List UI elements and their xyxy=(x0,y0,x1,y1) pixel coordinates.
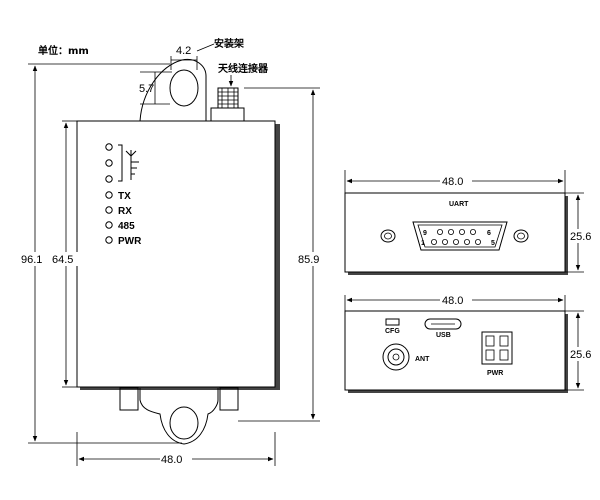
dim-connector-height: 85.9 xyxy=(298,254,319,266)
dim-side-bottom-width-bg xyxy=(440,293,472,307)
connector-base xyxy=(210,107,245,122)
pwr-label: PWR xyxy=(487,370,503,377)
screw-right-icon xyxy=(513,229,529,243)
dim-side-bottom-width: 48.0 xyxy=(442,295,463,307)
bottom-foot-right xyxy=(219,387,239,411)
indicator-485-label: 485 xyxy=(118,221,135,232)
db9-connector-inner xyxy=(417,224,503,248)
led-signal-1 xyxy=(105,143,113,151)
led-signal-2 xyxy=(105,159,113,167)
led-pwr xyxy=(105,236,113,244)
device-body xyxy=(76,120,276,388)
cfg-label: CFG xyxy=(385,328,400,335)
bottom-foot-left xyxy=(119,387,139,411)
dim-mount-gap: 4.2 xyxy=(176,45,191,57)
ant-connector-icon xyxy=(382,343,410,371)
dim-side-bottom-height: 25.6 xyxy=(570,349,591,361)
dim-mount-offset: 5.7 xyxy=(139,83,154,95)
db9-connector xyxy=(412,221,508,251)
db9-pin-5-label: 5 xyxy=(491,240,495,247)
signal-strength-icon xyxy=(125,150,139,180)
dim-total-height: 96.1 xyxy=(21,254,42,266)
db9-pin-1-label: 1 xyxy=(421,240,425,247)
uart-label: UART xyxy=(449,201,469,208)
led-tx xyxy=(105,191,113,199)
dim-side-bottom-height-bg xyxy=(569,347,599,361)
dim-side-top-width: 48.0 xyxy=(442,176,463,188)
mount-callout: 安装架 xyxy=(214,37,244,50)
dim-connector-height-bg xyxy=(297,252,329,266)
connector-thread-lines xyxy=(218,88,238,108)
ports-panel xyxy=(344,310,566,391)
pwr-connector-icon xyxy=(481,331,513,365)
indicator-rx-label: RX xyxy=(118,206,132,217)
ant-label: ANT xyxy=(415,356,430,363)
dim-side-top-width-bg xyxy=(440,174,472,188)
top-mount-hole xyxy=(169,69,199,107)
dim-body-height-bg xyxy=(51,252,81,266)
led-485 xyxy=(105,221,113,229)
led-signal-3 xyxy=(105,175,113,183)
indicator-tx-label: TX xyxy=(118,191,131,202)
db9-pin-6-label: 6 xyxy=(487,230,491,237)
dim-front-width: 48.0 xyxy=(161,454,182,466)
cfg-button xyxy=(385,318,400,326)
led-rx xyxy=(105,206,113,214)
bottom-mount-hole xyxy=(169,406,199,440)
db9-pins xyxy=(430,228,481,245)
signal-bracket xyxy=(118,144,123,182)
db9-pin-9-label: 9 xyxy=(423,230,427,237)
dim-side-top-height-bg xyxy=(569,229,599,243)
usb-port xyxy=(424,318,462,330)
indicator-pwr-label: PWR xyxy=(118,236,142,247)
dim-front-width-bg xyxy=(160,452,192,466)
screw-left-icon xyxy=(380,229,396,243)
unit-label: 单位：mm xyxy=(38,44,89,57)
dim-body-height: 64.5 xyxy=(52,254,73,266)
dim-side-top-height: 25.6 xyxy=(570,231,591,243)
usb-label: USB xyxy=(436,332,451,339)
mount-callout-leader xyxy=(196,43,215,52)
dim-total-height-bg xyxy=(20,252,52,266)
front-view: 单位：mm xyxy=(20,37,329,466)
antenna-connector-callout: 天线连接器 xyxy=(218,62,269,75)
bottom-mount-bracket xyxy=(139,388,219,445)
ports-side-view: 48.0 25.6 CFG USB ANT PWR xyxy=(344,293,599,393)
uart-side-view: 48.0 25.6 UART 9 6 1 5 xyxy=(344,170,599,275)
